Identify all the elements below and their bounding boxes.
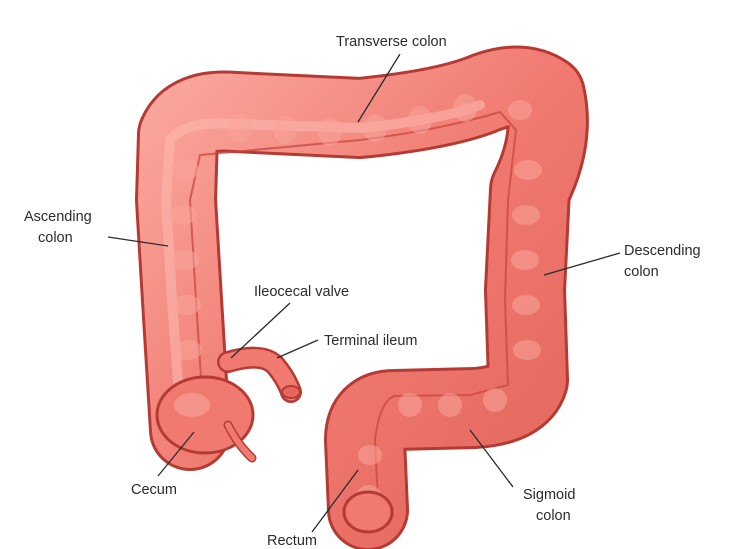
ileum-end [281,385,301,399]
label-descending-colon: Descending [624,243,701,259]
leader-transverse [357,53,401,123]
leader-ileocecal [230,302,291,359]
label-terminal-ileum: Terminal ileum [324,333,417,349]
label-descending-colon-line2: colon [624,264,659,280]
leader-rectum [311,469,359,533]
leader-cecum [157,431,195,477]
labels: Transverse colon Ascending colon Descend… [24,34,701,549]
cecum-highlight [174,393,210,417]
leader-lines [107,53,621,533]
label-ascending-colon-line2: colon [38,230,73,246]
label-transverse-colon: Transverse colon [336,34,447,50]
leader-ascending [107,236,169,247]
leader-sigmoid [469,429,514,488]
label-ascending-colon: Ascending [24,209,92,225]
colon-highlight [160,100,485,415]
label-ileocecal-valve: Ileocecal valve [254,284,349,300]
label-sigmoid-colon: Sigmoid [523,487,575,503]
leader-descending [543,252,621,276]
label-rectum: Rectum [267,533,317,549]
colon-illustration [135,45,589,549]
label-cecum: Cecum [131,482,177,498]
colon-body [138,48,586,548]
rectum-tip [342,490,394,534]
leader-terminal [276,339,319,359]
label-sigmoid-colon-line2: colon [536,508,571,524]
